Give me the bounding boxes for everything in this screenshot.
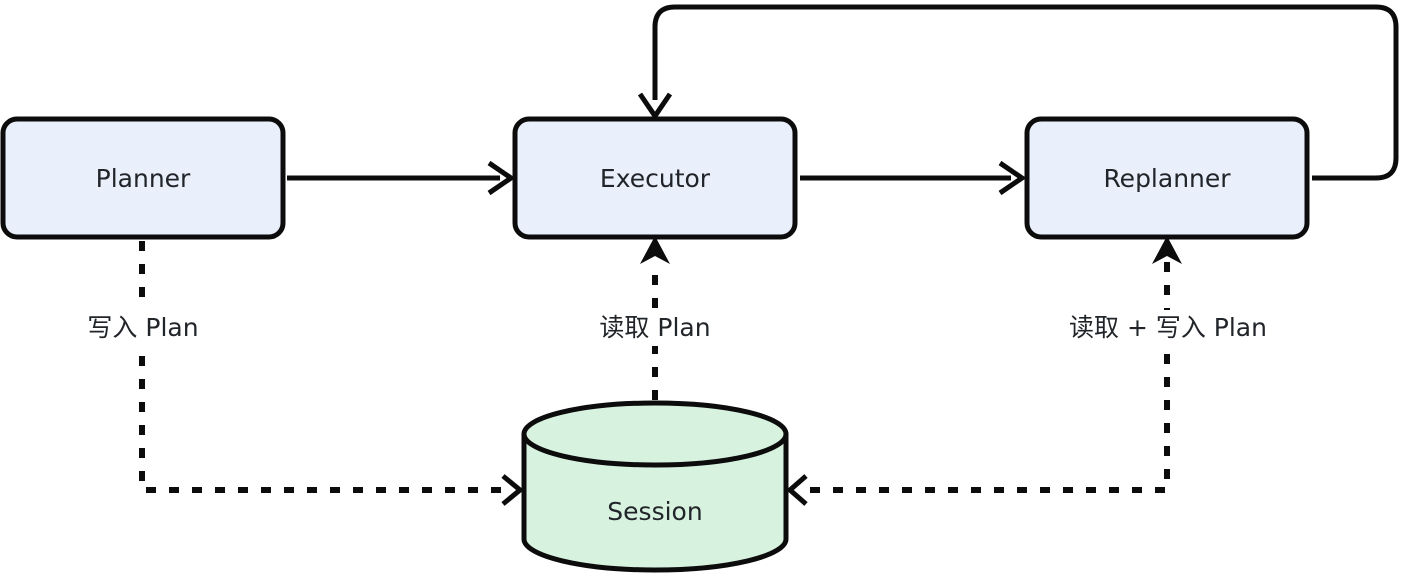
edge-label-text: 写入 Plan	[87, 313, 198, 342]
arrowhead-icon-left	[786, 474, 808, 506]
node-planner-label: Planner	[96, 164, 191, 193]
edge-label-replanner-session: 读取 + 写入 Plan	[1058, 310, 1278, 346]
edge-label-text: 读取 Plan	[599, 313, 710, 342]
edge-planner-to-session	[139, 241, 524, 506]
edge-label-session-to-executor: 读取 Plan	[585, 310, 727, 346]
node-session-label: Session	[607, 497, 702, 526]
arrowhead-icon	[640, 236, 670, 264]
edge-executor-to-replanner	[800, 160, 1027, 196]
arrowhead-icon	[637, 92, 673, 121]
edge-line	[805, 262, 1170, 493]
node-replanner-label: Replanner	[1103, 164, 1231, 193]
label-backdrop	[585, 310, 727, 346]
arrowhead-icon	[501, 474, 524, 506]
node-replanner-shape[interactable]	[1024, 116, 1310, 240]
label-backdrop	[1058, 310, 1278, 346]
arrowhead-icon	[998, 160, 1027, 196]
edge-line	[652, 4, 1399, 181]
edge-planner-to-executor	[287, 160, 516, 196]
edge-label-planner-to-session: 写入 Plan	[72, 310, 214, 346]
edge-replanner-session	[786, 236, 1182, 506]
node-session[interactable]: Session	[521, 400, 789, 573]
edge-label-text: 读取 + 写入 Plan	[1069, 313, 1267, 342]
node-executor-shape[interactable]	[512, 116, 798, 240]
node-replanner[interactable]: Replanner	[1024, 116, 1310, 240]
arrowhead-icon-up	[1152, 236, 1182, 264]
node-session-top-ellipse[interactable]	[521, 400, 789, 468]
node-planner[interactable]: Planner	[0, 116, 286, 240]
node-session-body[interactable]	[521, 431, 789, 573]
node-executor[interactable]: Executor	[512, 116, 798, 240]
label-backdrop	[72, 310, 214, 346]
arrowhead-icon	[487, 160, 516, 196]
node-executor-label: Executor	[600, 164, 711, 193]
node-planner-shape[interactable]	[0, 116, 286, 240]
edge-line	[139, 241, 507, 493]
edge-replanner-to-executor-loop	[637, 4, 1399, 181]
